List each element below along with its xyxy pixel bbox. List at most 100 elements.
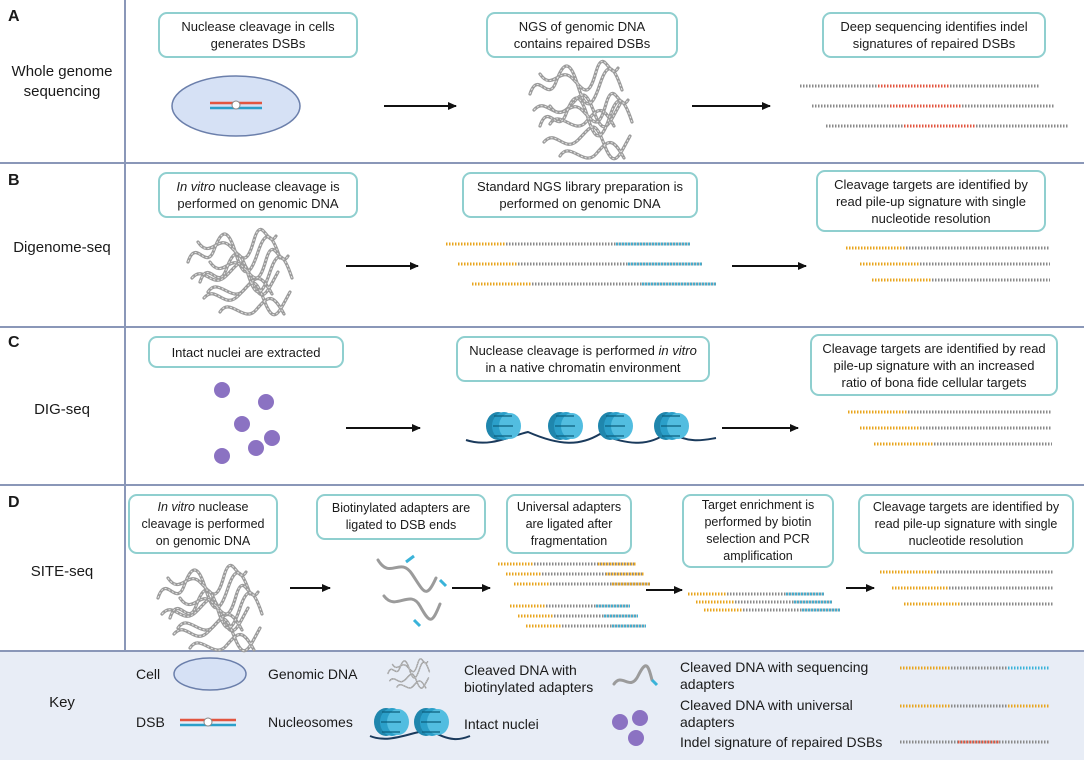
panel-letter-a: A <box>8 8 20 25</box>
box-line: are ligated after <box>525 516 613 531</box>
box-line: pile-up signature with an increased <box>833 357 1035 373</box>
step-box-d3: Universal adapters are ligated after fragm… <box>506 494 632 554</box>
box-line: Universal adapters <box>516 499 622 514</box>
method-label-a: Whole genome sequencing <box>11 63 113 100</box>
key-intact-nuclei-label: Intact nuclei <box>464 716 539 732</box>
box-line: read pile-up signature with single <box>874 516 1058 531</box>
key-nucleosomes-label: Nucleosomes <box>268 714 353 730</box>
pileup-reads-b <box>846 246 1050 282</box>
box-line: generates DSBs <box>210 36 306 51</box>
key-line: adapters <box>680 676 735 692</box>
pileup-reads-c <box>848 410 1052 446</box>
box-line: performed on genomic DNA <box>499 196 661 211</box>
key-cell-label: Cell <box>136 666 161 682</box>
box-line: Cleavage targets are identified by read <box>822 340 1046 356</box>
box-line: performed by biotin <box>704 515 812 529</box>
dsb-glyph <box>210 100 262 110</box>
key-genomic-dna-icon <box>387 658 431 689</box>
box-line: cleavage is performed <box>141 516 265 531</box>
box-line: Nuclease cleavage in cells <box>181 19 335 34</box>
panel-letter-c: C <box>8 334 20 351</box>
step-box-b2: Standard NGS library preparation is perfo… <box>462 172 698 218</box>
key-title: Key <box>49 694 75 711</box>
key-cleaved-seq-label: Cleaved DNA with sequencing adapters <box>680 659 868 693</box>
library-reads <box>446 242 716 286</box>
key-line: Cleaved DNA with universal <box>680 697 853 713</box>
box-line: Cleavage targets are identified by <box>834 176 1028 192</box>
key-dsb-label: DSB <box>136 714 165 730</box>
box-line: in a native chromatin environment <box>485 360 681 375</box>
step-box-a3: Deep sequencing identifies indel signatur… <box>822 12 1046 58</box>
key-dsb-icon <box>180 717 236 727</box>
box-line: contains repaired DSBs <box>513 36 651 51</box>
box-line: nucleotide resolution <box>871 210 991 226</box>
panel-letter-b: B <box>8 172 20 189</box>
label-column-divider <box>124 0 126 650</box>
step-box-a2: NGS of genomic DNA contains repaired DSBs <box>486 12 678 58</box>
separator-bc <box>0 326 1084 328</box>
box-line: Biotinylated adapters are <box>331 501 471 515</box>
key-biotin-dna-icon <box>612 664 659 687</box>
key-genomic-dna-label: Genomic DNA <box>268 666 358 682</box>
chromatin <box>465 411 717 444</box>
key-line: adapters <box>680 714 735 730</box>
box-line: on genomic DNA <box>155 533 251 548</box>
separator-cd <box>0 484 1084 486</box>
key-nucleosomes-icon <box>369 707 471 741</box>
italic-text: In vitro <box>176 179 216 194</box>
box-line: performed on genomic DNA <box>177 196 339 211</box>
box-line: In vitro nuclease <box>142 499 265 516</box>
method-label-d: SITE-seq <box>30 563 94 580</box>
genomic-dna-tangle <box>168 583 264 653</box>
box-line: Intact nuclei are extracted <box>171 344 321 360</box>
panel-letter-d: D <box>8 494 20 511</box>
key-indel-label: Indel signature of repaired DSBs <box>680 734 883 750</box>
step-box-d4: Target enrichment is performed by biotin s… <box>682 494 834 568</box>
key-cleaved-biotin-label: Cleaved DNA with biotinylated adapters <box>464 662 593 696</box>
key-line: Cleaved DNA with <box>464 662 577 678</box>
genomic-dna-tangle <box>198 247 294 317</box>
universal-adapter-reads <box>498 562 650 628</box>
box-text: nuclease <box>194 499 249 514</box>
box-text: Nuclease cleavage is performed <box>469 343 659 358</box>
key-intact-nuclei-icon <box>612 710 648 746</box>
key-cell-icon <box>173 657 247 691</box>
key-cleaved-universal-label: Cleaved DNA with universal adapters <box>680 697 853 731</box>
box-line: NGS of genomic DNA <box>518 19 646 34</box>
box-line: Nuclease cleavage is performed in vitro <box>469 342 697 359</box>
box-line: fragmentation <box>530 533 608 548</box>
box-line: selection and PCR <box>706 532 810 546</box>
box-line: nucleotide resolution <box>908 533 1024 548</box>
box-line: Standard NGS library preparation is <box>477 179 683 194</box>
step-box-d5: Cleavage targets are identified by read p… <box>858 494 1074 554</box>
box-line: Target enrichment is <box>701 498 815 512</box>
method-label-c: DIG-seq <box>34 401 90 418</box>
box-line: Deep sequencing identifies indel <box>840 19 1028 34</box>
enriched-reads <box>688 592 840 612</box>
key-line: biotinylated adapters <box>464 679 594 695</box>
box-text: nuclease cleavage is <box>215 179 340 194</box>
box-line: Cleavage targets are identified by <box>872 499 1060 514</box>
italic-text: In vitro <box>157 499 195 514</box>
pileup-reads-d <box>880 570 1054 606</box>
box-line: ratio of bona fide cellular targets <box>841 374 1027 390</box>
indel-reads <box>800 84 1068 128</box>
italic-text: in vitro <box>658 343 697 358</box>
step-box-a1: Nuclease cleavage in cells generates DSBs <box>158 12 358 58</box>
step-box-c1: Intact nuclei are extracted <box>148 336 344 368</box>
separator-key <box>0 650 1084 652</box>
box-line: In vitro nuclease cleavage is <box>176 178 339 195</box>
box-line: read pile-up signature with single <box>835 193 1027 209</box>
box-line: signatures of repaired DSBs <box>852 36 1016 51</box>
separator-ab <box>0 162 1084 164</box>
box-line: amplification <box>723 549 793 563</box>
biotinylated-dna <box>376 554 448 628</box>
key-line: Cleaved DNA with sequencing <box>680 659 869 675</box>
